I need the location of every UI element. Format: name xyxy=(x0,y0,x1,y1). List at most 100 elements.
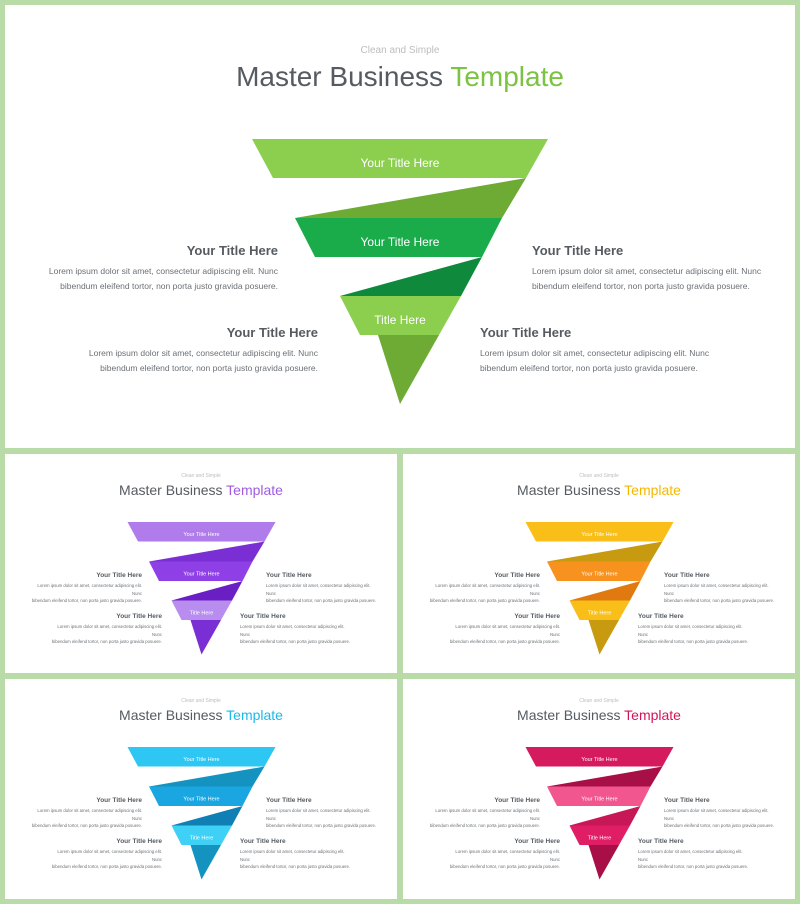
funnel-label-top: Your Title Here xyxy=(183,532,219,538)
funnel-tip xyxy=(190,845,221,880)
slide-subtitle: Clean and Simple xyxy=(579,698,619,704)
block-body: Lorem ipsum dolor sit amet, consectetur … xyxy=(532,266,762,291)
block-title: Your Title Here xyxy=(226,325,318,340)
funnel-ribbon2 xyxy=(171,806,243,826)
funnel-label-mid: Your Title Here xyxy=(361,235,440,249)
title-accent: Template xyxy=(450,61,564,92)
title-accent: Template xyxy=(624,707,681,723)
slide-blue: Clean and Simple Master Business Templat… xyxy=(5,679,397,899)
funnel-label-bottom: Title Here xyxy=(588,836,612,842)
funnel-tip xyxy=(588,620,619,655)
block-body: Lorem ipsum dolor sit amet, consectetur … xyxy=(88,348,318,373)
funnel-band3 xyxy=(569,600,630,620)
funnel-label-mid: Your Title Here xyxy=(581,797,617,803)
text-block-right-lower: Your Title Here Lorem ipsum dolor sit am… xyxy=(480,325,710,376)
text-block-right-upper: Your Title Here Lorem ipsum dolor sit am… xyxy=(532,243,762,294)
funnel-band2 xyxy=(295,218,502,257)
title-main: Master Business xyxy=(119,482,227,498)
funnel-label-bottom: Title Here xyxy=(374,313,426,327)
text-block-left-lower: Your Title Here Lorem ipsum dolor sit am… xyxy=(88,325,318,376)
funnel-band3 xyxy=(171,825,232,845)
funnel-band1 xyxy=(252,139,548,178)
title-main: Master Business xyxy=(517,482,625,498)
block-title: Your Title Here xyxy=(480,325,572,340)
funnel-band2 xyxy=(547,786,651,806)
funnel-label-mid: Your Title Here xyxy=(183,572,219,578)
slide-title: Master Business Template xyxy=(5,707,397,723)
slide-subtitle: Clean and Simple xyxy=(181,473,221,479)
funnel-ribbon1 xyxy=(149,541,265,562)
funnel-tip xyxy=(190,620,221,655)
funnel-band2 xyxy=(149,561,253,581)
funnel-band1 xyxy=(127,522,276,542)
funnel-ribbon2 xyxy=(340,257,482,296)
title-accent: Template xyxy=(624,482,681,498)
funnel-label-bottom: Title Here xyxy=(588,611,612,617)
funnel-label-bottom: Title Here xyxy=(190,836,214,842)
funnel-ribbon1 xyxy=(547,766,663,787)
funnel-label-top: Your Title Here xyxy=(361,156,440,170)
funnel-band1 xyxy=(127,747,276,767)
funnel-band2 xyxy=(547,561,651,581)
slide-subtitle: Clean and Simple xyxy=(360,45,440,56)
funnel-band2 xyxy=(149,786,253,806)
funnel-label-mid: Your Title Here xyxy=(183,797,219,803)
funnel-band1 xyxy=(525,522,674,542)
funnel-band3 xyxy=(171,600,232,620)
funnel-ribbon2 xyxy=(569,806,641,826)
funnel-label-top: Your Title Here xyxy=(581,757,617,763)
funnel-label-mid: Your Title Here xyxy=(581,572,617,578)
block-title: Your Title Here xyxy=(532,243,624,258)
slide-orange: Clean and Simple Master Business Templat… xyxy=(403,454,795,673)
funnel-ribbon1 xyxy=(149,766,265,787)
funnel-label-top: Your Title Here xyxy=(581,532,617,538)
funnel-label-bottom: Title Here xyxy=(190,611,214,617)
funnel-band3 xyxy=(340,296,461,335)
funnel-label-top: Your Title Here xyxy=(183,757,219,763)
slide-title: Master Business Template xyxy=(5,61,795,93)
funnel-ribbon2 xyxy=(569,581,641,601)
block-title: Your Title Here xyxy=(186,243,278,258)
slide-title: Master Business Template xyxy=(5,482,397,498)
funnel-ribbon2 xyxy=(171,581,243,601)
funnel-tip xyxy=(378,335,439,404)
slide-subtitle: Clean and Simple xyxy=(181,698,221,704)
funnel-ribbon1 xyxy=(547,541,663,562)
title-accent: Template xyxy=(226,707,283,723)
slide-main: Clean and Simple Master Business Templat… xyxy=(5,5,795,448)
slide-purple: Clean and Simple Master Business Templat… xyxy=(5,454,397,673)
title-main: Master Business xyxy=(517,707,625,723)
funnel-band3 xyxy=(569,825,630,845)
block-body: Lorem ipsum dolor sit amet, consectetur … xyxy=(480,348,710,373)
text-block-left-upper: Your Title Here Lorem ipsum dolor sit am… xyxy=(48,243,278,294)
block-body: Lorem ipsum dolor sit amet, consectetur … xyxy=(48,266,278,291)
slide-title: Master Business Template xyxy=(403,482,795,498)
funnel-tip xyxy=(588,845,619,880)
slide-pink: Clean and Simple Master Business Templat… xyxy=(403,679,795,899)
title-main: Master Business xyxy=(236,61,451,92)
title-main: Master Business xyxy=(119,707,227,723)
slide-title: Master Business Template xyxy=(403,707,795,723)
funnel-ribbon1 xyxy=(295,178,526,218)
